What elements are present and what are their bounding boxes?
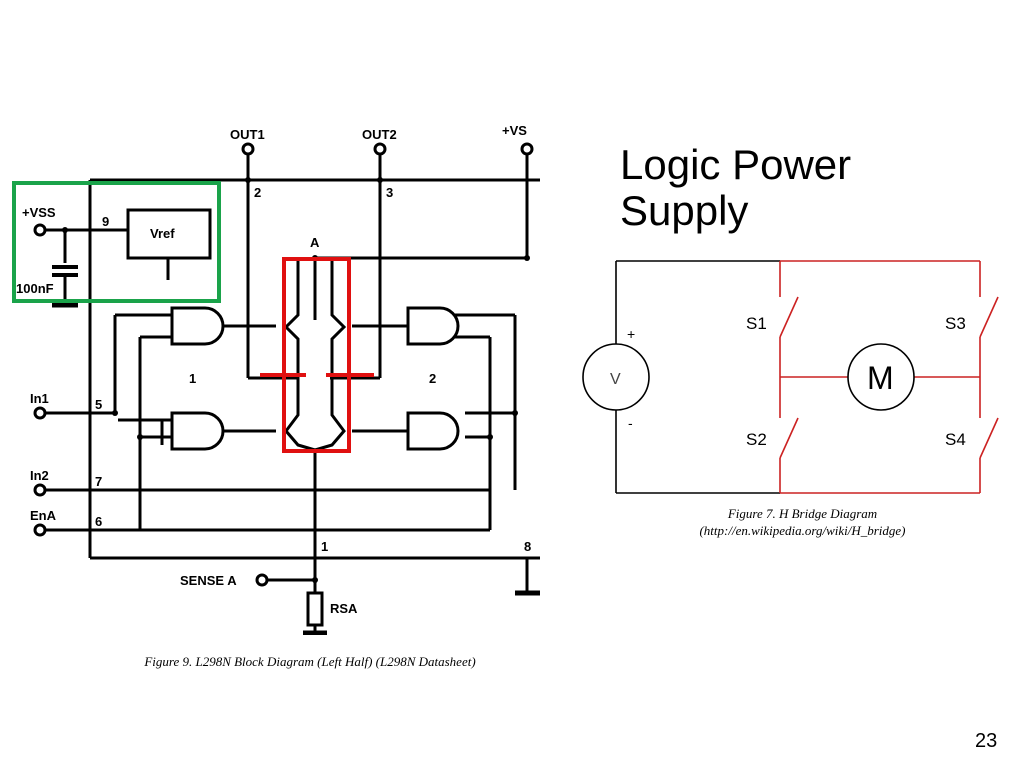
node-a-label: A [310,235,320,250]
s3-label: S3 [945,314,966,333]
pin1-label: 1 [321,539,328,554]
and-gate-2-bottom [406,411,460,451]
switch-s3 [979,296,999,338]
vss-label: +VSS [22,205,56,220]
and-gate-2-top [406,306,460,346]
pin5-label: 5 [95,397,102,412]
source-label: V [610,371,621,388]
switch-s2 [779,417,799,459]
pin2-label: 2 [254,185,261,200]
out2-terminal [373,142,387,156]
ena-label: EnA [30,508,57,523]
slide-title-line1: Logic Power [620,141,852,188]
s2-label: S2 [746,430,767,449]
vs-terminal [520,142,534,156]
switch-s4 [979,417,999,459]
vs-label: +VS [502,123,527,138]
ena-terminal [33,523,47,537]
in1-terminal [33,406,47,420]
h-bridge-highlight-box [282,257,351,453]
pin9-label: 9 [102,214,109,229]
in2-label: In2 [30,468,49,483]
out2-label: OUT2 [362,127,397,142]
rsa-label: RSA [330,601,358,616]
s1-label: S1 [746,314,767,333]
left-figure-caption: Figure 9. L298N Block Diagram (Left Half… [144,654,476,669]
logic-supply-highlight-box [12,181,221,303]
source-minus-label: - [628,415,633,431]
pin8-label: 8 [524,539,531,554]
right-caption-line2: (http://en.wikipedia.org/wiki/H_bridge) [699,523,906,538]
group1-label: 1 [189,371,196,386]
out1-label: OUT1 [230,127,265,142]
h-bridge-diagram: V + - M S1 S2 S3 S4 [582,260,999,494]
voltage-source [582,343,650,411]
slide-title-line2: Supply [620,187,749,234]
pin6-label: 6 [95,514,102,529]
motor-label: M [867,360,894,396]
right-caption-line1: Figure 7. H Bridge Diagram [727,506,878,521]
vss-terminal [33,223,47,237]
slide-title: Logic Power Supply [620,142,851,234]
and-gate-1-top [170,306,225,346]
and-gate-1-bottom [170,411,225,451]
group2-label: 2 [429,371,436,386]
pin7-label: 7 [95,474,102,489]
in1-label: In1 [30,391,49,406]
source-plus-label: + [627,326,635,342]
sense-label: SENSE A [180,573,237,588]
out1-terminal [241,142,255,156]
motor [847,343,915,411]
in2-terminal [33,483,47,497]
rsa-resistor [306,591,324,627]
l298n-block-diagram: OUT1 OUT2 +VS +VSS 100nF Vref 9 2 3 A 1 … [12,123,540,635]
cap-label: 100nF [16,281,54,296]
pin3-label: 3 [386,185,393,200]
vref-label: Vref [150,226,175,241]
switch-s1 [779,296,799,338]
sense-terminal [255,573,269,587]
page-number: 23 [975,730,998,752]
right-figure-caption: Figure 7. H Bridge Diagram (http://en.wi… [660,505,945,539]
s4-label: S4 [945,430,966,449]
